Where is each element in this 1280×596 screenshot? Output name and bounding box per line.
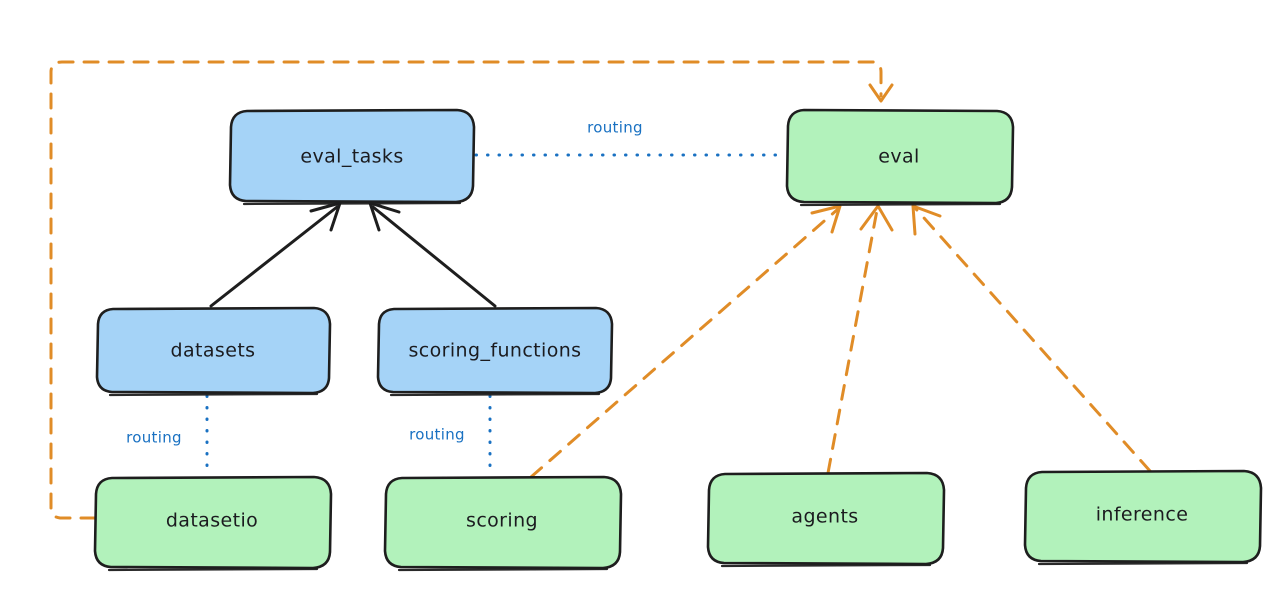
node-eval-tasks[interactable]: eval_tasks xyxy=(228,108,476,206)
node-agents[interactable]: agents xyxy=(706,471,946,568)
node-datasetio[interactable]: datasetio xyxy=(93,475,333,572)
node-scoring[interactable]: scoring xyxy=(383,475,623,572)
node-inference[interactable]: inference xyxy=(1023,469,1263,566)
edge-datasetio-eval xyxy=(49,60,894,520)
node-label-agents: agents xyxy=(791,506,858,528)
edge-group-composition xyxy=(209,201,497,308)
edge-group-routing xyxy=(205,153,787,478)
edge-label-routing-datasets: routing xyxy=(126,429,182,447)
edge-scoringfn-evaltasks xyxy=(368,201,497,308)
edge-agents-eval xyxy=(826,204,894,475)
node-label-datasetio: datasetio xyxy=(166,510,258,532)
edge-group-dependencies xyxy=(49,60,1152,520)
edge-scoring-eval xyxy=(529,204,842,479)
node-label-scoring-functions: scoring_functions xyxy=(409,340,582,362)
node-label-datasets: datasets xyxy=(171,340,256,362)
node-datasets[interactable]: datasets xyxy=(95,306,332,397)
edge-label-routing-eval: routing xyxy=(587,119,643,137)
node-label-scoring: scoring xyxy=(466,510,538,532)
node-label-inference: inference xyxy=(1096,504,1189,526)
edge-inference-eval xyxy=(911,204,1152,473)
edge-datasets-evaltasks xyxy=(209,201,342,308)
node-label-eval: eval xyxy=(878,146,919,168)
node-eval[interactable]: eval xyxy=(785,108,1015,207)
node-scoring-functions[interactable]: scoring_functions xyxy=(376,306,614,397)
node-label-eval-tasks: eval_tasks xyxy=(300,146,403,168)
edge-label-routing-scoring: routing xyxy=(409,426,465,444)
